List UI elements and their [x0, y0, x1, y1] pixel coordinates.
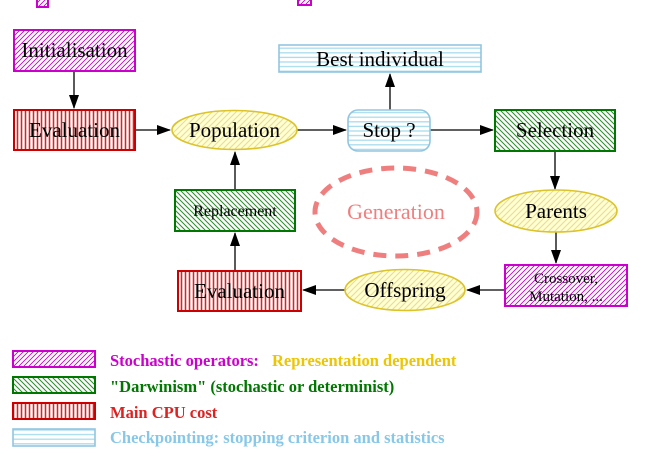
node-generation: Generation — [312, 165, 480, 259]
stop-box — [347, 109, 431, 152]
node-best-individual: Best individual — [278, 44, 482, 73]
population-ellipse — [171, 109, 298, 151]
evaluation-top-label: Evaluation — [29, 118, 120, 142]
node-stop: Stop ? — [347, 109, 431, 152]
best-individual-box — [278, 44, 482, 73]
legend-label-darwinism: "Darwinism" (stochastic or determinist) — [110, 377, 394, 396]
initialisation-label: Initialisation — [21, 38, 128, 62]
crossover-label-line2: Mutation, ... — [529, 289, 603, 305]
best-individual-label: Best individual — [316, 47, 444, 71]
generation-ellipse — [312, 165, 480, 259]
node-evaluation-bottom: Evaluation — [177, 270, 302, 312]
population-label: Population — [189, 118, 281, 142]
evaluation-top-box — [13, 109, 136, 151]
node-evaluation-top: Evaluation — [13, 109, 136, 151]
legend-swatch-darwinism — [12, 376, 96, 394]
evaluation-bottom-box — [177, 270, 302, 312]
legend-label-cpu-cost: Main CPU cost — [110, 403, 218, 422]
legend: Stochastic operators: Representation dep… — [12, 350, 457, 447]
parents-label: Parents — [525, 199, 587, 223]
legend-label-representation-dependent: Representation dependent — [272, 351, 457, 370]
node-crossover-mutation: Crossover, Mutation, ... — [504, 264, 628, 307]
cropped-fragment-right — [297, 0, 312, 6]
node-offspring: Offspring — [344, 268, 466, 312]
node-population: Population — [171, 109, 298, 151]
initialisation-box — [13, 29, 136, 72]
crossover-mutation-box — [504, 264, 628, 307]
offspring-ellipse — [344, 268, 466, 312]
legend-swatch-checkpointing — [12, 428, 96, 447]
node-selection: Selection — [494, 109, 616, 152]
evaluation-bottom-label: Evaluation — [194, 279, 285, 303]
selection-box — [494, 109, 616, 152]
selection-label: Selection — [516, 118, 595, 142]
node-initialisation: Initialisation — [13, 29, 136, 72]
node-parents: Parents — [494, 189, 618, 233]
crossover-label-line1: Crossover, — [534, 271, 598, 287]
legend-swatch-cpu-cost — [12, 402, 96, 420]
offspring-label: Offspring — [364, 278, 446, 302]
node-replacement: Replacement — [174, 189, 296, 232]
replacement-label: Replacement — [193, 203, 277, 220]
generation-label: Generation — [347, 199, 445, 224]
parents-ellipse — [494, 189, 618, 233]
legend-swatch-stochastic-operators — [12, 350, 96, 368]
cropped-fragment-left — [36, 0, 49, 8]
stop-label: Stop ? — [362, 118, 415, 142]
legend-label-stochastic-operators: Stochastic operators: — [110, 351, 259, 370]
legend-label-checkpointing: Checkpointing: stopping criterion and st… — [110, 428, 445, 447]
replacement-box — [174, 189, 296, 232]
